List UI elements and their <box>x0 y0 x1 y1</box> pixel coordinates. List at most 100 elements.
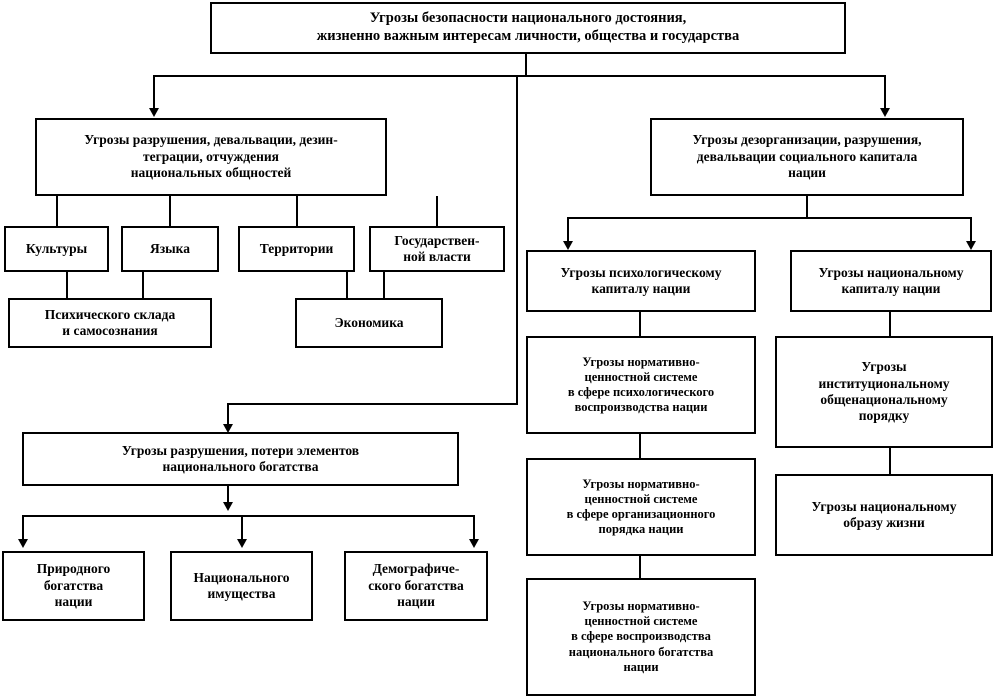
center-child-demographic-line2: ского богатства <box>368 577 464 593</box>
right-psych-item-box-1: Угрозы нормативно- ценностной системе в … <box>526 336 756 434</box>
connector-right-stem <box>806 196 808 218</box>
right-psych-item3-line3: в сфере воспроизводства <box>571 629 711 644</box>
left-child-label-culture: Культуры <box>25 240 88 256</box>
left-branch-header-line3: национальных общностей <box>130 165 292 181</box>
arrowhead-center-child3 <box>469 539 479 548</box>
connector-bus-right-drop <box>884 75 886 111</box>
right-header-line2: девальвации социального капитала <box>696 148 918 164</box>
right-psych-item2-line3: в сфере организационного <box>566 507 716 521</box>
root-title-line1: Угрозы безопасности национального достоя… <box>369 10 687 27</box>
connector-center-elbow <box>227 403 518 405</box>
left-branch-header-line1: Угрозы разрушения, девальвации, дезин- <box>84 132 338 148</box>
right-national-item1-line1: Угрозы <box>861 359 907 375</box>
connector-bus-left-drop <box>153 75 155 111</box>
connector-main-bus <box>153 75 886 77</box>
left-grandchild-box-economy: Экономика <box>295 298 443 348</box>
connector-center-children-bus <box>22 515 474 517</box>
center-child-natural-line2: богатства <box>43 577 104 593</box>
right-psych-item3-line1: Угрозы нормативно- <box>582 598 700 613</box>
arrowhead-right-national <box>966 241 976 250</box>
left-child-label-state-power-line1: Государствен- <box>394 232 480 248</box>
right-national-item2-line2: образу жизни <box>843 515 925 530</box>
connector-center-child1 <box>22 515 24 543</box>
right-psych-head-line2: капиталу нации <box>591 281 691 296</box>
center-child-natural-line3: нации <box>54 594 93 610</box>
root-title-line2: жизненно важным интересам личности, обще… <box>316 28 740 44</box>
connector-left-c1 <box>56 196 58 226</box>
right-national-item1-line3: общенациональному <box>820 392 948 407</box>
right-psych-item3-line2: ценностной системе <box>584 614 698 629</box>
right-psych-item-box-3: Угрозы нормативно- ценностной системе в … <box>526 578 756 696</box>
left-grandchild-psyche-line1: Психического склада <box>44 306 176 322</box>
right-psych-item2-line2: ценностной системе <box>584 491 698 506</box>
connector-center-child2 <box>241 515 243 543</box>
left-child-label-state-power-line2: ной власти <box>403 249 471 264</box>
right-national-item1-line2: институциональному <box>818 375 950 391</box>
right-psych-item3-line4: национального богатства <box>568 644 714 659</box>
center-child-property-line1: Национального <box>193 569 290 585</box>
connector-left-c4 <box>436 196 438 226</box>
center-child-natural-line1: Природного <box>36 561 111 577</box>
connector-national-1 <box>889 312 891 336</box>
left-child-box-state-power: Государствен- ной власти <box>369 226 505 272</box>
center-child-demographic-line3: нации <box>397 594 435 610</box>
left-child-box-language: Языка <box>121 226 219 272</box>
right-psych-head-line1: Угрозы психологическому <box>560 264 722 280</box>
connector-language-down <box>142 272 144 298</box>
connector-right-bus <box>567 217 972 219</box>
arrowhead-right-psych <box>563 241 573 250</box>
left-grandchild-economy-label: Экономика <box>334 314 404 330</box>
right-branch-header-box: Угрозы дезорганизации, разрушения, девал… <box>650 118 964 196</box>
center-header-line2: национального богатства <box>162 459 319 474</box>
connector-culture-down <box>66 272 68 298</box>
right-national-item-box-2: Угрозы национальному образу жизни <box>775 474 993 556</box>
left-branch-header-line2: теграции, отчуждения <box>143 148 279 164</box>
center-branch-header-box: Угрозы разрушения, потери элементов наци… <box>22 432 459 486</box>
right-national-head-line1: Угрозы национальному <box>818 264 964 280</box>
arrowhead-center-child2 <box>237 539 247 548</box>
connector-center-stem <box>227 486 229 506</box>
left-branch-header-box: Угрозы разрушения, девальвации, дезин- т… <box>35 118 387 196</box>
right-national-item1-line4: порядку <box>858 408 910 424</box>
right-header-line3: нации <box>788 165 826 181</box>
center-child-box-demographic: Демографиче- ского богатства нации <box>344 551 488 621</box>
left-child-label-language: Языка <box>149 240 191 256</box>
right-psych-item2-line4: порядка нации <box>598 522 684 537</box>
right-psych-item1-line3: в сфере психологического <box>567 385 715 399</box>
connector-left-c2 <box>169 196 171 226</box>
right-psych-item1-line1: Угрозы нормативно- <box>582 354 700 369</box>
connector-national-2 <box>889 448 891 474</box>
connector-psych-3 <box>639 556 641 578</box>
center-header-line1: Угрозы разрушения, потери элементов <box>121 442 360 458</box>
connector-left-c3 <box>296 196 298 226</box>
left-child-box-territory: Территории <box>238 226 355 272</box>
right-national-head-line2: капиталу нации <box>841 281 941 296</box>
connector-center-long <box>516 75 518 405</box>
connector-right-national-drop <box>970 217 972 245</box>
root-box: Угрозы безопасности национального достоя… <box>210 2 846 54</box>
right-psych-item3-line5: нации <box>623 659 659 674</box>
right-psych-item2-line1: Угрозы нормативно- <box>582 476 700 491</box>
right-psych-item-box-2: Угрозы нормативно- ценностной системе в … <box>526 458 756 556</box>
center-child-box-national-property: Национального имущества <box>170 551 313 621</box>
right-header-line1: Угрозы дезорганизации, разрушения, <box>692 132 922 148</box>
right-psych-head-box: Угрозы психологическому капиталу нации <box>526 250 756 312</box>
right-national-head-box: Угрозы национальному капиталу нации <box>790 250 992 312</box>
arrowhead-center-child1 <box>18 539 28 548</box>
right-psych-item1-line4: воспроизводства нации <box>574 400 708 415</box>
arrowhead-right-branch <box>880 108 890 117</box>
left-grandchild-box-psyche: Психического склада и самосознания <box>8 298 212 348</box>
connector-right-psych-drop <box>567 217 569 245</box>
arrowhead-center-stem <box>223 502 233 511</box>
connector-center-child3 <box>473 515 475 543</box>
connector-root-stem <box>525 54 527 76</box>
connector-psych-2 <box>639 434 641 458</box>
connector-territory-down <box>346 272 348 298</box>
right-national-item-box-1: Угрозы институциональному общенациональн… <box>775 336 993 448</box>
center-child-box-natural-wealth: Природного богатства нации <box>2 551 145 621</box>
right-psych-item1-line2: ценностной системе <box>584 369 698 384</box>
connector-psych-1 <box>639 312 641 336</box>
connector-center-drop <box>227 403 229 429</box>
connector-state-power-down <box>383 272 385 298</box>
